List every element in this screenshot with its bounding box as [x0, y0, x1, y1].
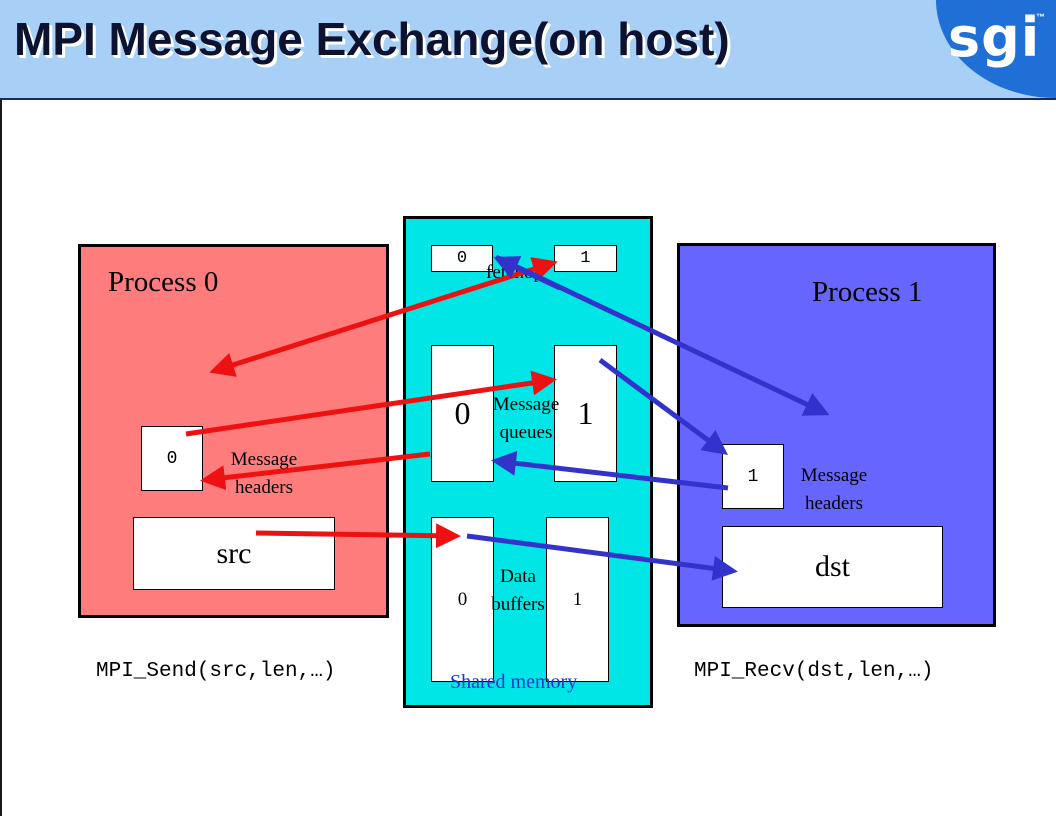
- header-background: [0, 0, 1056, 98]
- process-1-label: Process 1: [812, 276, 923, 308]
- data-buffers-line2: buffers: [491, 594, 545, 615]
- data-buffers-line1: Data: [500, 566, 536, 587]
- process-1-message-headers-label: Message headers: [786, 462, 882, 518]
- message-queues-label: Message queues: [478, 391, 574, 447]
- fetchop-slot-0: 0: [431, 245, 493, 272]
- process-0-message-headers-label: Message headers: [216, 446, 312, 502]
- src-buffer: src: [133, 517, 335, 590]
- dst-buffer: dst: [722, 526, 943, 608]
- shared-memory-label: Shared memory: [450, 671, 578, 693]
- message-queues-line2: queues: [499, 422, 553, 443]
- slide-title: MPI Message Exchange(on host): [14, 13, 730, 65]
- fetchop-slot-1: 1: [554, 245, 617, 272]
- trademark-mark: ™: [1036, 12, 1045, 22]
- mpi-recv-call: MPI_Recv(dst,len,…): [694, 660, 934, 683]
- process-0-label: Process 0: [108, 266, 219, 298]
- process-1-message-headers-line2: headers: [804, 493, 864, 514]
- left-border: [0, 100, 2, 816]
- sgi-logo: sgi: [948, 6, 1041, 69]
- data-buffers-label: Data buffers: [476, 563, 560, 619]
- mpi-send-call: MPI_Send(src,len,…): [96, 660, 336, 683]
- process-0-message-headers-line2: headers: [234, 477, 294, 498]
- fetchop-label: fetchop: [486, 262, 543, 283]
- process-0-message-headers-line1: Message: [230, 449, 298, 470]
- header-divider: [0, 98, 1056, 100]
- process-1-message-headers-line1: Message: [800, 465, 868, 486]
- message-queues-line1: Message: [492, 394, 560, 415]
- process-0-header-slot: 0: [141, 426, 203, 491]
- process-1-header-slot: 1: [722, 444, 784, 509]
- slide-header: MPI Message Exchange(on host) sgi ™: [0, 0, 1056, 100]
